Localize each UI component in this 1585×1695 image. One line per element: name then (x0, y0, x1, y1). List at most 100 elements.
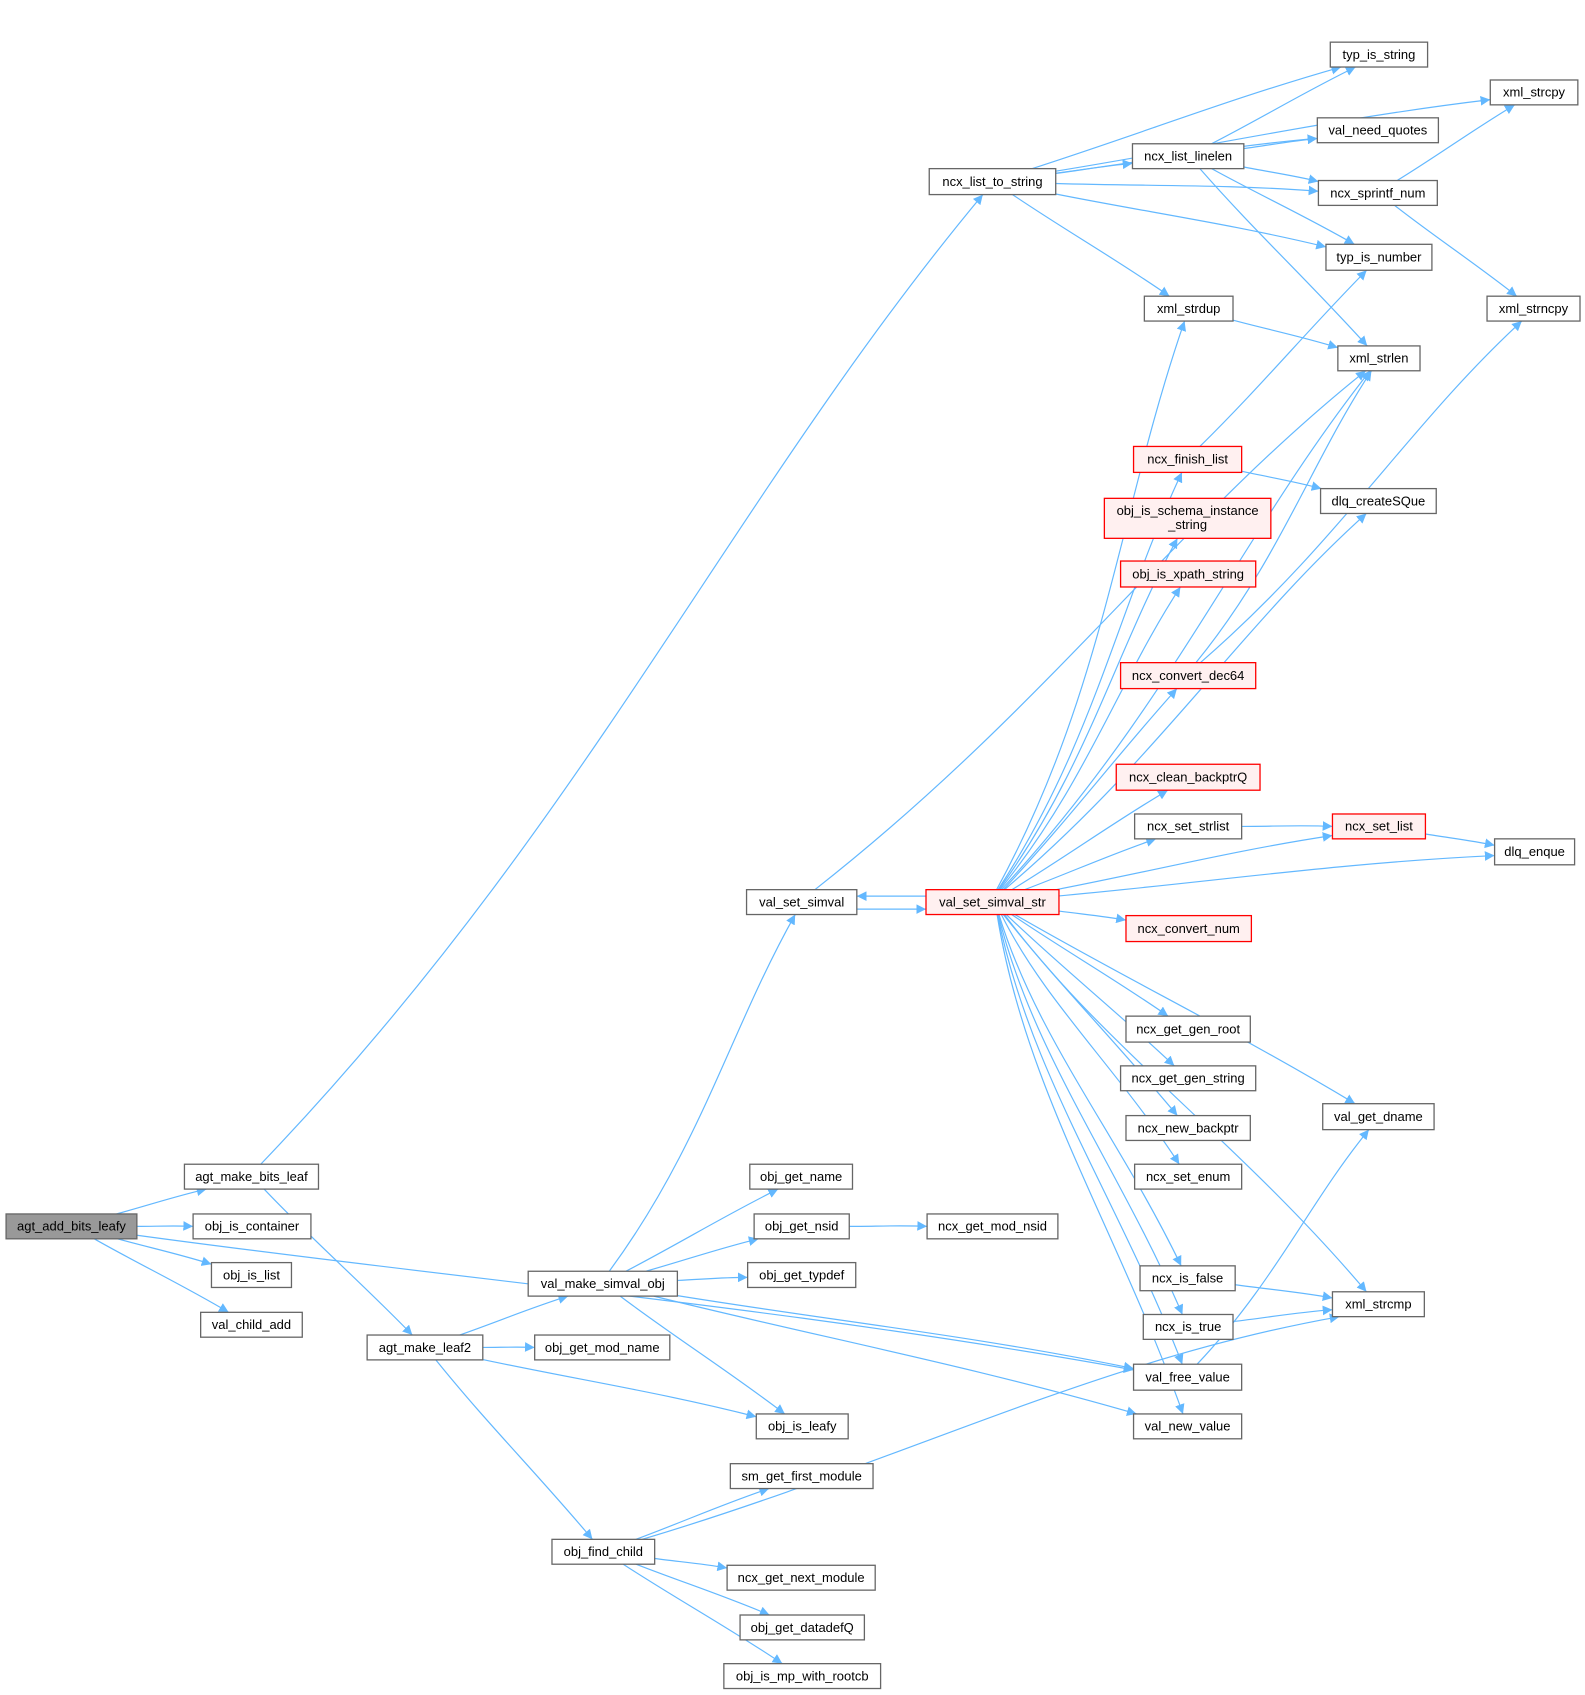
node-agt-add-bits-leafy[interactable]: agt_add_bits_leafy (5, 1213, 138, 1240)
node-box (749, 1163, 854, 1190)
node-label: obj_is_mp_with_rootcb (736, 1668, 869, 1683)
node-ncx-is-true[interactable]: ncx_is_true (1142, 1313, 1234, 1341)
node-ncx-sprintf-num[interactable]: ncx_sprintf_num (1317, 179, 1438, 207)
edge-agt-add-bits-leafy-to-val-child-add (93, 1238, 230, 1313)
node-obj-is-list[interactable]: obj_is_list (210, 1261, 293, 1289)
node-dlq-createSQue[interactable]: dlq_createSQue (1319, 487, 1437, 515)
edge-ncx-list-linelen-to-typ-is-number (1211, 168, 1355, 245)
node-ncx-set-list[interactable]: ncx_set_list (1331, 813, 1427, 840)
node-box (1125, 914, 1253, 943)
node-xml-strcpy[interactable]: xml_strcpy (1489, 79, 1579, 106)
node-obj-find-child[interactable]: obj_find_child (551, 1538, 656, 1565)
node-obj-is-mp-with-rootcb[interactable]: obj_is_mp_with_rootcb (723, 1663, 882, 1690)
node-xml-strdup[interactable]: xml_strdup (1143, 295, 1234, 322)
edge-val-set-simval-str-to-ncx-clean-backptrQ (1011, 789, 1169, 891)
node-obj-is-leafy[interactable]: obj_is_leafy (755, 1413, 849, 1440)
node-label: obj_is_list (223, 1267, 280, 1282)
edge-obj-find-child-to-sm-get-first-module (635, 1487, 770, 1540)
node-val-new-value[interactable]: val_new_value (1132, 1413, 1243, 1440)
node-obj-is-container[interactable]: obj_is_container (192, 1213, 312, 1240)
node-label: sm_get_first_module (741, 1468, 861, 1483)
node-label: val_child_add (212, 1317, 291, 1332)
edge-obj-find-child-to-ncx-get-next-module (654, 1557, 728, 1572)
node-xml-strcmp[interactable]: xml_strcmp (1331, 1291, 1425, 1318)
node-val-free-value[interactable]: val_free_value (1132, 1363, 1243, 1391)
node-val-need-quotes[interactable]: val_need_quotes (1316, 117, 1440, 144)
node-val-child-add[interactable]: val_child_add (200, 1311, 303, 1338)
edge-val-set-simval-str-to-ncx-is-true (997, 914, 1184, 1315)
node-box (1486, 295, 1581, 322)
edge-val-make-simval-obj-to-obj-is-leafy (619, 1295, 786, 1415)
node-ncx-get-next-module[interactable]: ncx_get_next_module (726, 1564, 876, 1591)
node-box (5, 1213, 138, 1240)
node-ncx-finish-list[interactable]: ncx_finish_list (1132, 445, 1243, 474)
node-typ-is-string[interactable]: typ_is_string (1329, 41, 1429, 68)
node-ncx-get-gen-string[interactable]: ncx_get_gen_string (1119, 1065, 1257, 1092)
node-label: val_set_simval (759, 894, 844, 909)
node-obj-is-xpath-string[interactable]: obj_is_xpath_string (1119, 560, 1257, 588)
node-ncx-get-gen-root[interactable]: ncx_get_gen_root (1125, 1015, 1251, 1043)
node-label: val_free_value (1145, 1370, 1229, 1385)
node-ncx-list-linelen[interactable]: ncx_list_linelen (1131, 143, 1245, 170)
node-box (1139, 1265, 1236, 1292)
node-val-set-simval[interactable]: val_set_simval (745, 889, 858, 916)
node-box (366, 1334, 484, 1361)
node-obj-get-mod-name[interactable]: obj_get_mod_name (534, 1334, 671, 1361)
node-label: ncx_finish_list (1147, 452, 1228, 467)
node-label: ncx_list_to_string (942, 174, 1042, 189)
node-label: agt_make_bits_leaf (195, 1169, 308, 1184)
edge-val-make-simval-obj-to-obj-get-name (625, 1188, 779, 1272)
node-sm-get-first-module[interactable]: sm_get_first_module (729, 1463, 874, 1490)
edge-val-set-simval-str-to-ncx-get-gen-root (1011, 914, 1169, 1017)
edge-ncx-list-to-string-to-ncx-list-linelen (1055, 159, 1133, 174)
edge-ncx-sprintf-num-to-xml-strncpy (1394, 204, 1518, 297)
node-ncx-is-false[interactable]: ncx_is_false (1139, 1265, 1236, 1292)
node-label: ncx_get_mod_nsid (938, 1219, 1047, 1234)
node-label: obj_get_nsid (765, 1219, 839, 1234)
edge-val-set-simval-str-to-val-get-dname (1014, 914, 1356, 1105)
node-obj-get-typdef[interactable]: obj_get_typdef (746, 1261, 857, 1289)
node-agt-make-leaf2[interactable]: agt_make_leaf2 (366, 1334, 484, 1361)
node-obj-is-schema-instance-string[interactable]: obj_is_schema_instance_string (1103, 497, 1272, 539)
node-ncx-set-enum[interactable]: ncx_set_enum (1133, 1163, 1243, 1190)
node-ncx-clean-backptrQ[interactable]: ncx_clean_backptrQ (1115, 763, 1261, 791)
node-agt-make-bits-leaf[interactable]: agt_make_bits_leaf (183, 1163, 320, 1190)
node-box (551, 1538, 656, 1565)
edge-ncx-list-to-string-to-typ-is-string (1031, 64, 1342, 170)
node-xml-strlen[interactable]: xml_strlen (1337, 345, 1421, 372)
node-label: ncx_convert_dec64 (1132, 668, 1244, 683)
node-box (925, 889, 1060, 916)
edge-val-set-simval-str-to-ncx-is-false (998, 914, 1182, 1267)
node-val-get-dname[interactable]: val_get_dname (1322, 1103, 1435, 1131)
node-ncx-new-backptr[interactable]: ncx_new_backptr (1125, 1114, 1251, 1142)
node-box (200, 1311, 303, 1338)
node-ncx-convert-dec64[interactable]: ncx_convert_dec64 (1119, 662, 1257, 690)
node-label: ncx_list_linelen (1144, 149, 1232, 164)
node-ncx-set-strlist[interactable]: ncx_set_strlist (1133, 813, 1243, 840)
node-box (1125, 1114, 1251, 1142)
node-obj-get-nsid[interactable]: obj_get_nsid (753, 1213, 850, 1240)
node-box (1133, 1163, 1243, 1190)
node-label: ncx_set_enum (1146, 1169, 1230, 1184)
node-label: ncx_get_next_module (738, 1570, 865, 1585)
node-ncx-convert-num[interactable]: ncx_convert_num (1125, 914, 1253, 943)
node-val-make-simval-obj[interactable]: val_make_simval_obj (527, 1270, 679, 1297)
edge-val-set-simval-str-to-ncx-set-strlist (1024, 837, 1157, 891)
node-box (746, 1261, 857, 1289)
node-ncx-get-mod-nsid[interactable]: ncx_get_mod_nsid (926, 1213, 1059, 1240)
edge-ncx-finish-list-to-dlq-createSQue (1241, 470, 1322, 491)
node-dlq-enque[interactable]: dlq_enque (1493, 838, 1576, 866)
node-obj-get-datadefQ[interactable]: obj_get_datadefQ (739, 1614, 866, 1641)
node-box (1115, 763, 1261, 791)
node-xml-strncpy[interactable]: xml_strncpy (1486, 295, 1581, 322)
node-label: val_make_simval_obj (541, 1276, 665, 1291)
node-ncx-list-to-string[interactable]: ncx_list_to_string (928, 167, 1057, 196)
node-label: obj_get_typdef (759, 1267, 844, 1282)
node-typ-is-number[interactable]: typ_is_number (1325, 243, 1433, 271)
node-label: xml_strlen (1349, 351, 1408, 366)
node-obj-get-name[interactable]: obj_get_name (749, 1163, 854, 1190)
node-val-set-simval-str[interactable]: val_set_simval_str (925, 889, 1060, 916)
node-box (1131, 143, 1245, 170)
node-box (739, 1614, 866, 1641)
node-label: obj_is_leafy (768, 1419, 837, 1434)
